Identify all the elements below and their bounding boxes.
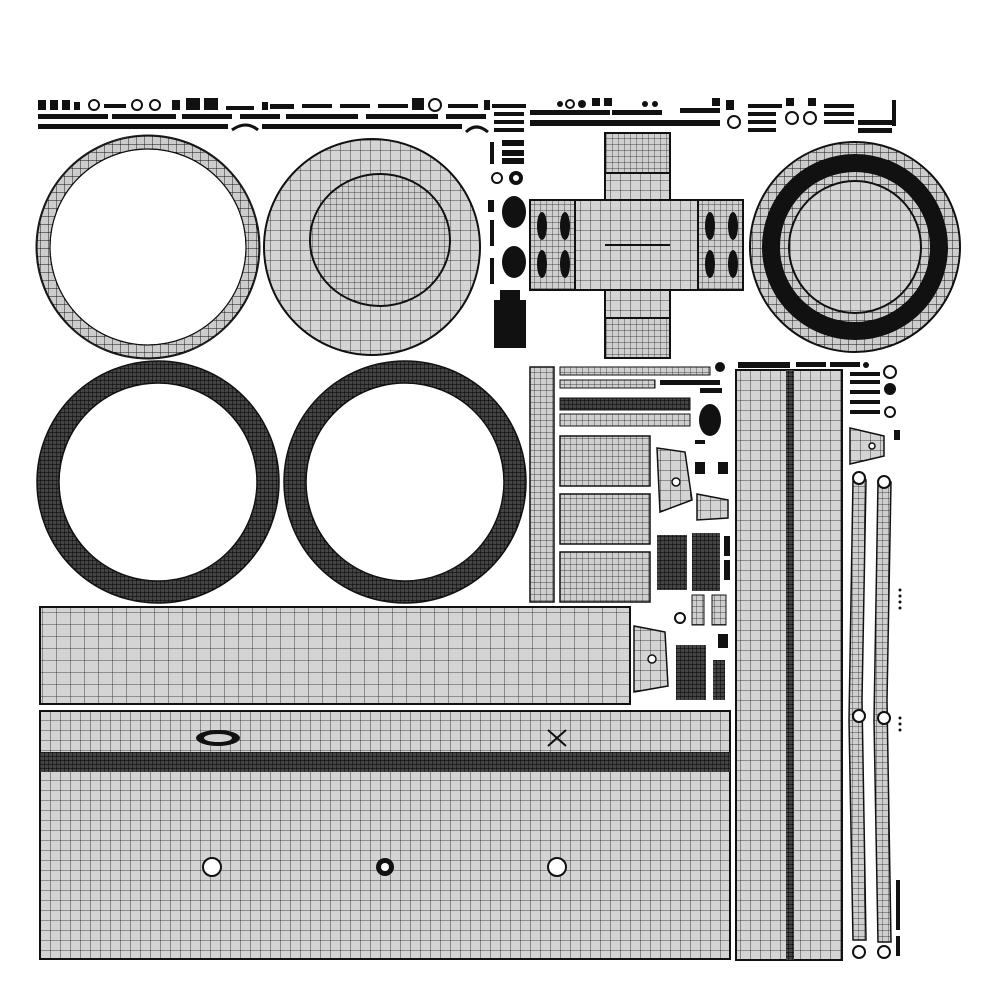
tall-strip <box>735 362 869 961</box>
deck-panel <box>39 710 731 960</box>
rod-a <box>848 471 867 959</box>
right-parts-cluster <box>849 365 902 956</box>
disc-dome <box>263 138 481 356</box>
mid-parts-cluster <box>529 362 730 700</box>
ring-a <box>35 134 261 360</box>
small-parts-cluster <box>38 98 896 134</box>
rod-b <box>873 475 892 959</box>
disc-rim <box>749 141 961 353</box>
hub-cross <box>529 132 744 359</box>
tire-a <box>36 360 280 604</box>
tire-b <box>283 360 527 604</box>
bolt-column <box>488 140 526 348</box>
strip-long <box>39 606 631 705</box>
